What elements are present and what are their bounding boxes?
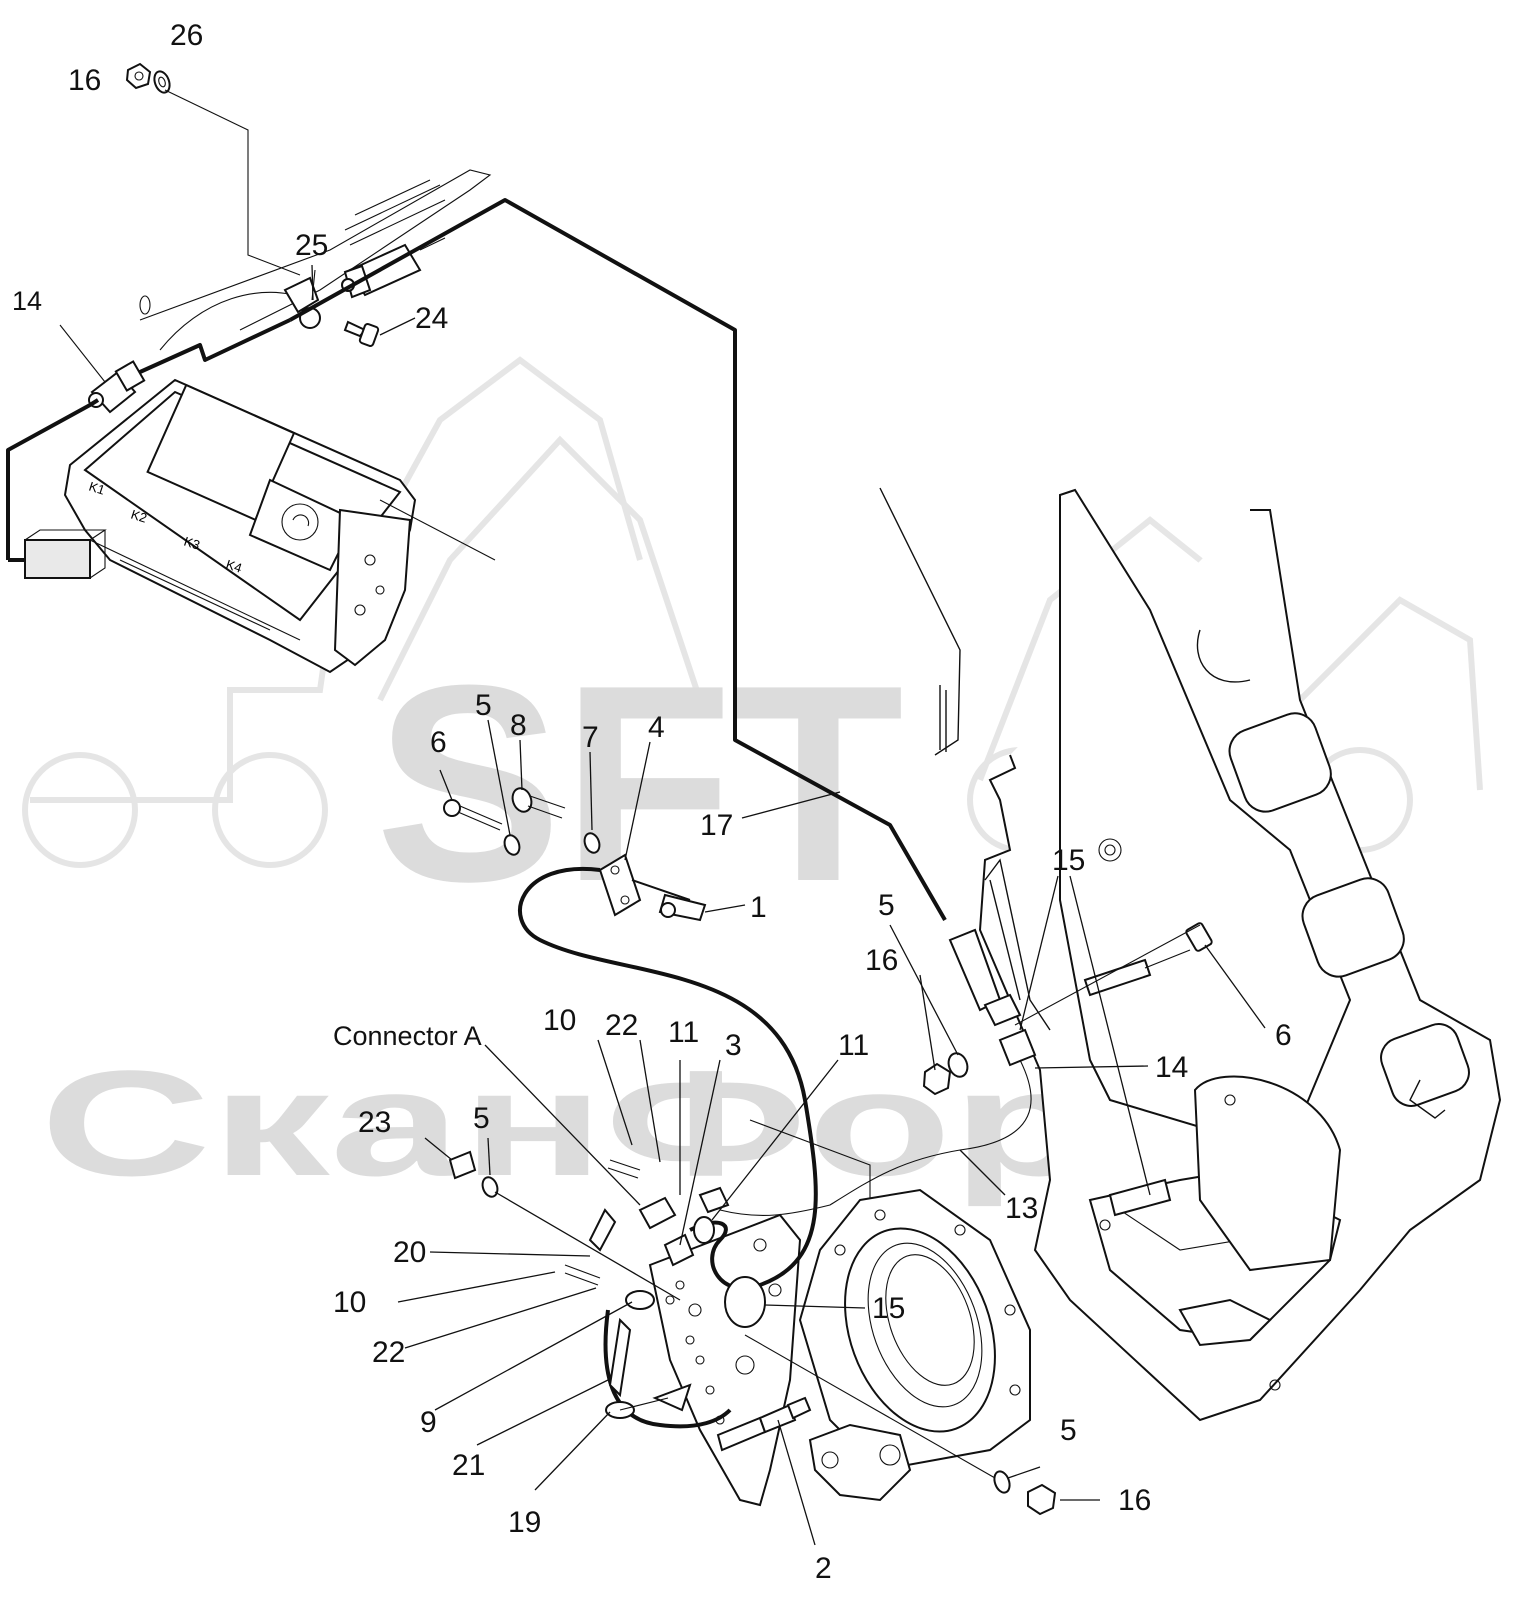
sensor-1-assembly [598, 853, 707, 922]
callout-22-bottom: 22 [372, 1336, 405, 1369]
frame-sensor-connector [922, 928, 1037, 1096]
frame-housing [879, 487, 1502, 1422]
callout-5-right: 5 [878, 889, 895, 922]
callout-26: 26 [170, 19, 203, 52]
callout-7: 7 [582, 721, 599, 754]
callout-2: 2 [815, 1552, 832, 1585]
display-key-k1: K1 [87, 479, 107, 498]
connector-a-group [448, 1150, 812, 1452]
callout-25: 25 [295, 229, 328, 262]
callout-10-top: 10 [543, 1004, 576, 1037]
screw-8 [511, 787, 566, 819]
callout-9: 9 [420, 1406, 437, 1439]
callout-11-left: 11 [668, 1016, 699, 1049]
callout-5-left: 5 [473, 1102, 490, 1135]
washer-7 [583, 832, 601, 854]
callout-6-top: 6 [430, 726, 447, 759]
nut-16-bottom [1027, 1483, 1057, 1516]
leader-lines [311, 264, 1266, 1546]
callout-5-top: 5 [475, 689, 492, 722]
washer-5-top [503, 834, 521, 856]
callout-20: 20 [393, 1236, 426, 1269]
fitting-14-top [88, 360, 146, 414]
washer-5-bottom [993, 1470, 1011, 1494]
callout-15-right: 15 [1052, 844, 1085, 877]
connector-box [24, 539, 91, 579]
callout-16-top: 16 [68, 64, 101, 97]
cable-13 [719, 1059, 1032, 1216]
clip-25 [283, 276, 321, 329]
callout-labels: 16 26 25 24 14 6 5 8 7 4 1 17 15 5 16 6 … [12, 19, 1292, 1585]
callout-8: 8 [510, 709, 527, 742]
display-key-k2: K2 [129, 507, 149, 526]
callout-14-right: 14 [1155, 1051, 1188, 1084]
callout-22-top: 22 [605, 1009, 638, 1042]
callout-19: 19 [508, 1506, 541, 1539]
sensor-cable-loop [518, 866, 818, 1291]
callout-4: 4 [648, 711, 665, 744]
sensor-connector-top [341, 237, 446, 299]
bolt-24 [343, 320, 380, 347]
display-unit-assembly: K1 K2 K3 K4 [6, 62, 496, 674]
cable-17 [289, 198, 947, 922]
callout-3: 3 [725, 1029, 742, 1062]
watermark-primary: SFT [375, 628, 904, 940]
flange-assembly [648, 1188, 1031, 1507]
nut-16-top [125, 62, 152, 90]
display-housing: K1 K2 K3 K4 [63, 378, 417, 674]
callout-11-right: 11 [838, 1029, 869, 1062]
callout-16-bottom: 16 [1118, 1484, 1151, 1517]
washer-26 [153, 70, 171, 94]
callout-16-right: 16 [865, 944, 898, 977]
display-key-k3: K3 [182, 534, 202, 553]
display-key-k4: K4 [224, 557, 244, 576]
callout-6-right: 6 [1275, 1019, 1292, 1052]
callout-5-bottom: 5 [1060, 1414, 1077, 1447]
callout-13: 13 [1005, 1192, 1038, 1225]
callout-17: 17 [700, 809, 733, 842]
callout-1: 1 [750, 891, 767, 924]
callout-15-bottom: 15 [872, 1292, 905, 1325]
callout-23: 23 [358, 1106, 391, 1139]
callout-14-top: 14 [12, 286, 42, 316]
callout-21: 21 [452, 1449, 485, 1482]
callout-24: 24 [415, 302, 448, 335]
callout-10-bottom: 10 [333, 1286, 366, 1319]
callout-connector-a: Connector A [333, 1021, 482, 1051]
